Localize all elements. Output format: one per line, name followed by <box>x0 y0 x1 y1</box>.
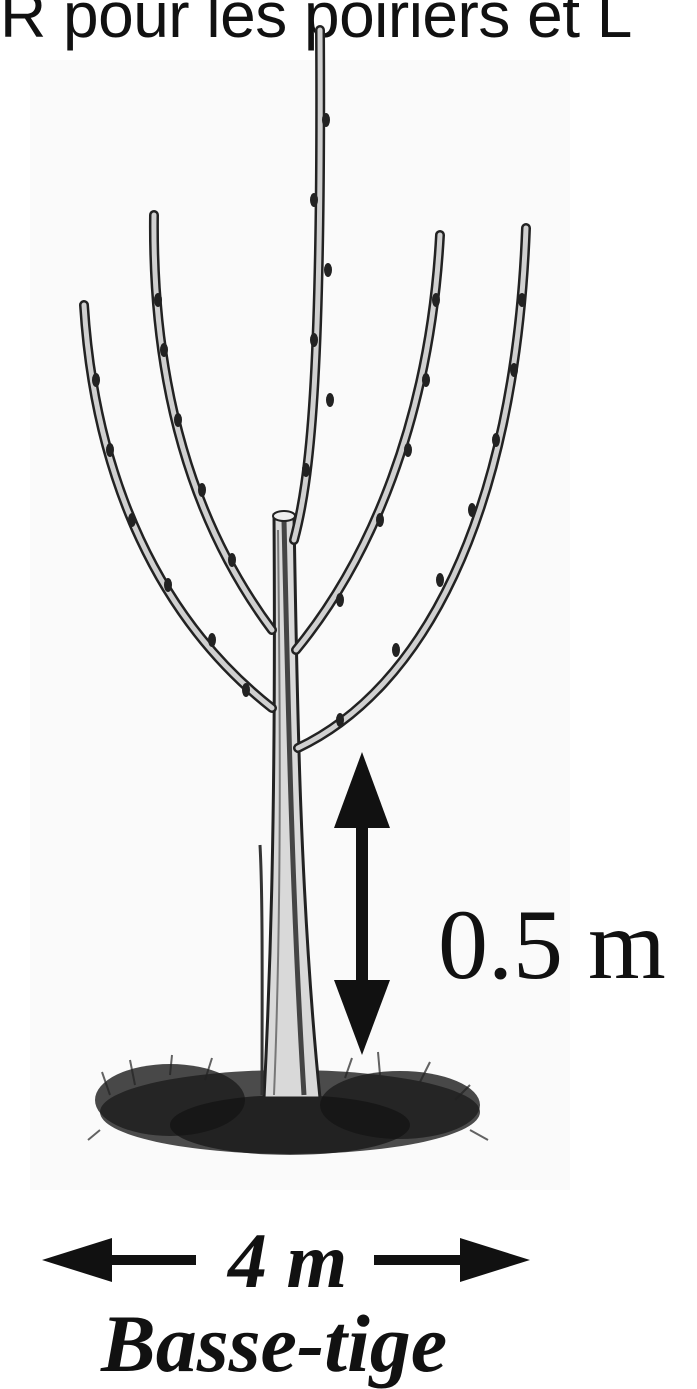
trunk-height-label: 0.5 m <box>438 895 666 995</box>
tree-form-label: Basse-tige <box>101 1303 447 1385</box>
spacing-label: 4 m <box>228 1222 347 1300</box>
width-arrow-left <box>42 1238 196 1282</box>
width-arrow-right <box>374 1238 530 1282</box>
